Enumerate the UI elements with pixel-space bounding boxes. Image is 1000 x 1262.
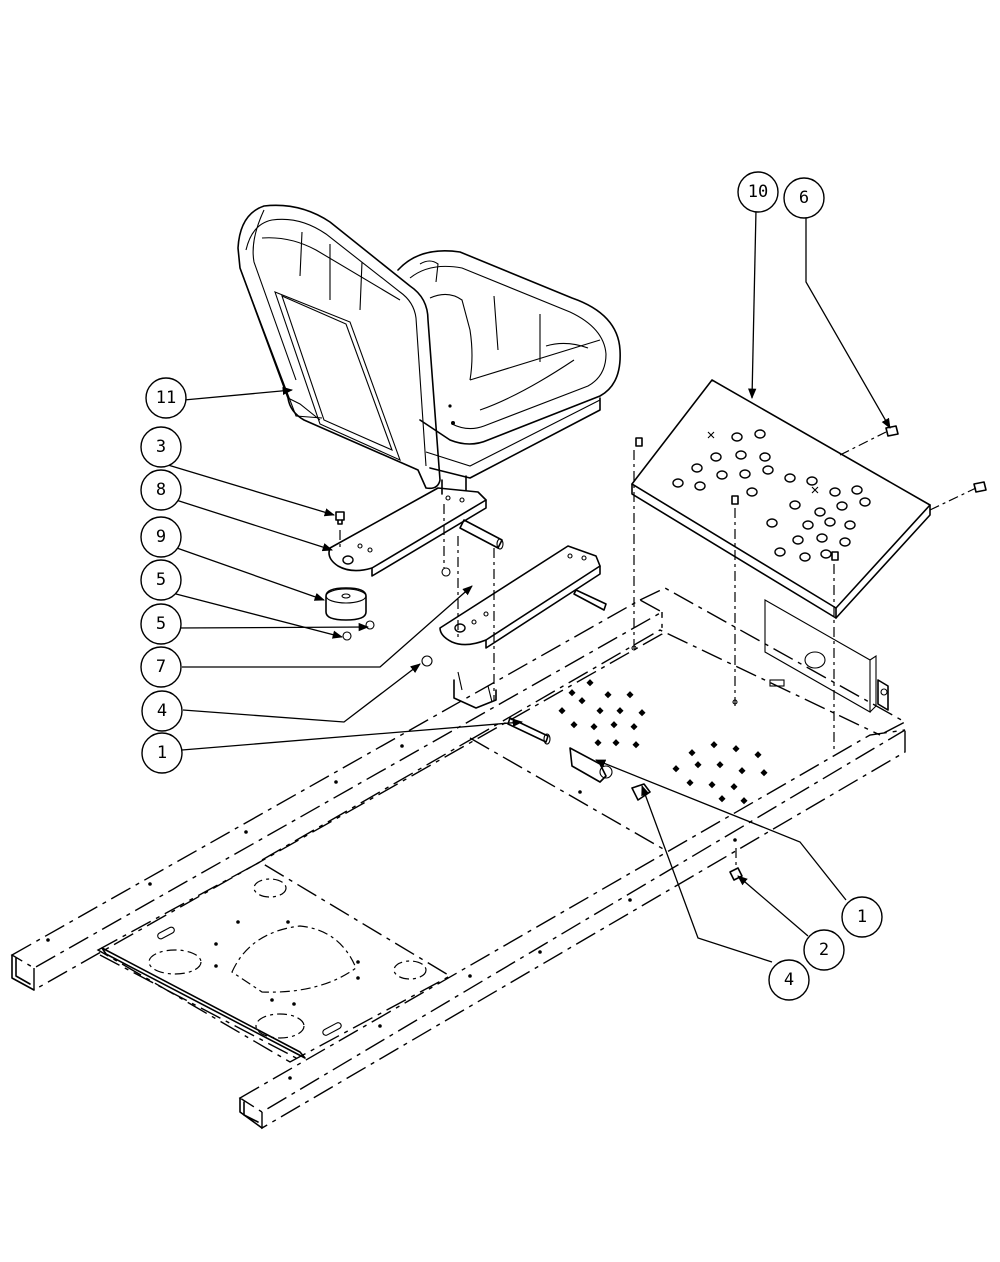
callout-1-a: 1 [141,732,183,774]
callout-5-b: 5 [140,603,182,645]
callout-label: 4 [157,701,167,721]
callout-label: 2 [819,940,829,960]
callout-11: 11 [145,377,187,419]
seat-mount-brackets [328,487,651,801]
hardware [325,425,987,881]
callout-label: 5 [156,614,166,634]
mower-frame [10,587,907,1130]
callout-4-b: 4 [768,959,810,1001]
callout-label: 8 [156,480,166,500]
callout-leaders [167,209,891,963]
callout-label: 11 [156,388,176,408]
callout-2: 2 [803,929,845,971]
callout-label: 1 [857,907,867,927]
callout-label: 5 [156,570,166,590]
callout-6: 6 [783,177,825,219]
callout-4-a: 4 [141,690,183,732]
floor-pan [469,599,889,805]
seat-assembly [237,204,621,495]
callout-label: 9 [156,527,166,547]
callout-5-a: 5 [140,559,182,601]
callout-10: 10 [737,171,779,213]
callout-8: 8 [140,469,182,511]
callout-label: 1 [157,743,167,763]
callout-label: 6 [799,188,809,208]
callout-label: 4 [784,970,794,990]
callout-label: 10 [748,182,768,202]
callout-9: 9 [140,516,182,558]
callout-7: 7 [140,646,182,688]
callout-1-b: 1 [841,896,883,938]
foot-plate [631,379,931,619]
callout-label: 3 [156,437,166,457]
callout-bubbles: 10 6 11 3 8 9 5 5 7 4 1 1 2 4 [140,171,883,1001]
callout-label: 7 [156,657,166,677]
callout-3: 3 [140,426,182,468]
